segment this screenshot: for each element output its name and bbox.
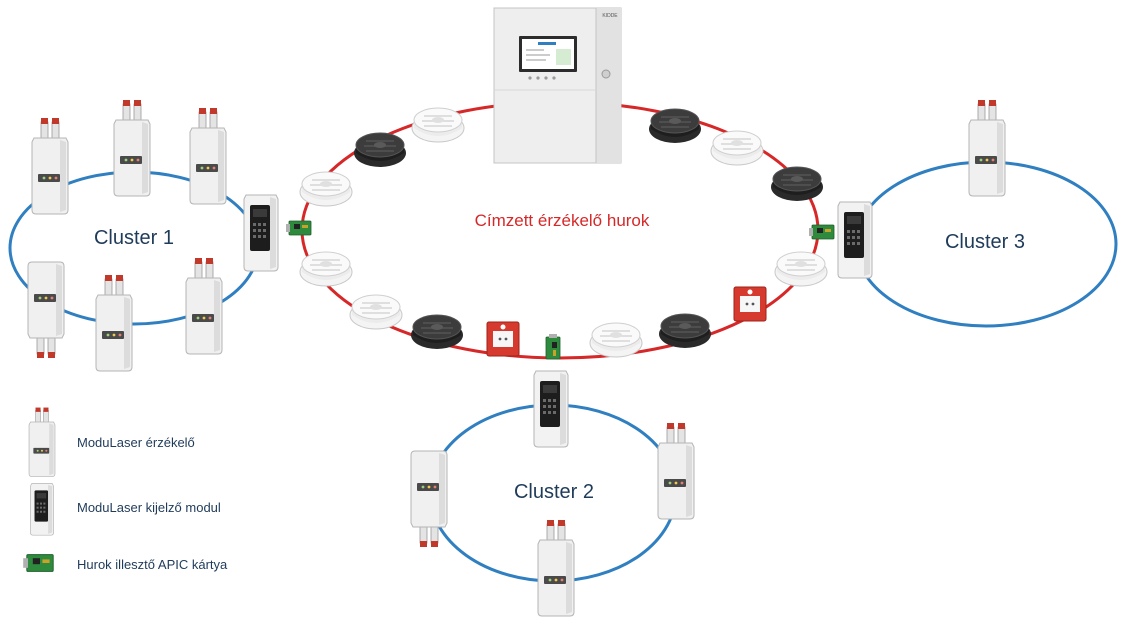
legend-label-apic: Hurok illesztő APIC kártya <box>77 557 228 572</box>
smoke-detector-black <box>770 166 824 202</box>
modulaser-detector <box>185 257 223 355</box>
legend-label-detector: ModuLaser érzékelő <box>77 435 195 450</box>
smoke-detector-black <box>353 132 407 168</box>
cluster-3-label: Cluster 3 <box>945 231 1025 253</box>
smoke-detector-white <box>710 130 764 166</box>
smoke-detector-black <box>658 313 712 349</box>
loop-label: Címzett érzékelő hurok <box>475 211 650 230</box>
apic-card-icon <box>22 553 54 573</box>
smoke-detector-white <box>411 107 465 143</box>
cluster-1-label: Cluster 1 <box>94 227 174 249</box>
modulaser-detector <box>968 99 1006 197</box>
modulaser-detector-icon <box>28 407 56 478</box>
modulaser-detector <box>537 519 575 617</box>
smoke-detector-white <box>349 294 403 330</box>
smoke-detector-black <box>648 108 702 144</box>
smoke-detector-white <box>299 171 353 207</box>
smoke-detector-white <box>299 251 353 287</box>
apic-card <box>808 224 835 240</box>
display-module-cluster-3 <box>837 201 873 279</box>
legend-label-display: ModuLaser kijelző modul <box>77 500 221 515</box>
display-module-cluster-2 <box>533 370 569 448</box>
smoke-detector-white <box>589 322 643 358</box>
modulaser-detector <box>657 422 695 520</box>
panel-brand: KIDDE <box>602 13 618 19</box>
apic-card <box>545 333 561 360</box>
modulaser-display-module-icon <box>30 483 54 536</box>
panel-lock-icon <box>601 69 611 79</box>
cluster-2-label: Cluster 2 <box>514 481 594 503</box>
display-module-cluster-1 <box>243 194 279 272</box>
manual-call-point <box>486 321 520 357</box>
manual-call-point <box>733 286 767 322</box>
modulaser-detector <box>31 117 69 215</box>
smoke-detector-black <box>410 314 464 350</box>
fire-control-panel: KIDDE <box>493 7 622 164</box>
modulaser-detector <box>189 107 227 205</box>
modulaser-detector <box>95 274 133 372</box>
modulaser-detector <box>113 99 151 197</box>
legend: ModuLaser érzékelő ModuLaser kijelző mod… <box>22 407 228 573</box>
modulaser-detector <box>28 262 64 358</box>
smoke-detector-white <box>774 251 828 287</box>
apic-card <box>285 220 312 236</box>
